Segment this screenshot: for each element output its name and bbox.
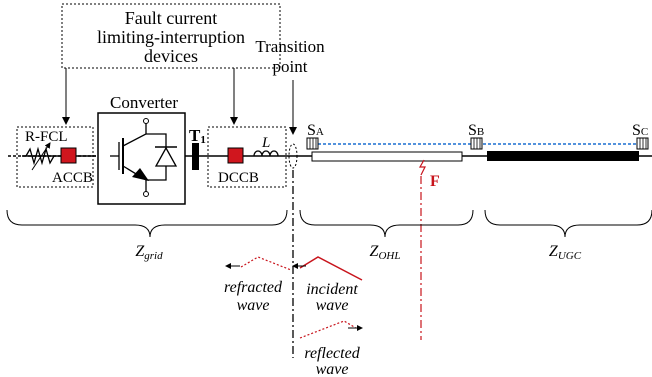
transition-point-label-line1: Transition: [255, 37, 325, 56]
zone-label-ugc: ZUGC: [549, 243, 582, 262]
converter-igbt-emitter-arrow: [132, 168, 149, 181]
fault-devices-title-line1: Fault current: [125, 8, 217, 28]
incident-wave-label-line1: incident: [306, 281, 358, 298]
dccb-label: DCCB: [218, 170, 259, 186]
converter-diode-triangle: [154, 146, 178, 167]
accb-breaker: [60, 147, 77, 164]
dccb-device-box: [207, 126, 287, 188]
fault-devices-title-line2: limiting-interruption: [97, 27, 245, 47]
refracted-wave-label-line2: wave: [237, 297, 270, 314]
sensor-sb-label: SB: [468, 122, 484, 139]
transition-point-marker: [288, 143, 298, 169]
reflected-wave-label-line1: reflected: [304, 345, 360, 362]
sensor-sa-label: SA: [307, 122, 324, 139]
overhead-line: [311, 151, 463, 162]
zone-label-ohl: ZOHL: [370, 243, 401, 262]
fault-label: F: [430, 173, 440, 190]
fault-devices-title-line3: devices: [144, 46, 198, 66]
r-fcl-label: R-FCL: [25, 129, 68, 145]
accb-label: ACCB: [52, 170, 93, 186]
sensor-sc: [636, 137, 649, 150]
transition-point-label-line2: point: [273, 57, 308, 76]
accb-device-box: [16, 126, 94, 188]
fault-devices-box: [61, 3, 281, 69]
reflected-wave-label-line2: wave: [316, 361, 349, 377]
underground-cable: [487, 151, 639, 161]
converter-terminal-top: [143, 118, 149, 124]
fault-lightning-icon: [418, 159, 426, 176]
sensor-sb: [470, 137, 483, 150]
incident-wave: [299, 256, 363, 281]
sensor-sc-label: SC: [632, 122, 648, 139]
transformer-t1: [192, 143, 199, 170]
inductor-label: L: [261, 135, 270, 151]
zone-brace-ohl: [299, 209, 474, 238]
converter-label: Converter: [110, 93, 178, 112]
r-fcl-variable-arrow: [31, 142, 51, 171]
r-fcl-resistor: [25, 146, 55, 166]
refracted-wave-label-line1: refracted: [224, 279, 283, 296]
inductor-coil: [253, 150, 279, 157]
sensor-sa: [306, 137, 319, 150]
incident-wave-label-line2: wave: [316, 297, 349, 314]
dccb-breaker: [227, 147, 244, 164]
zone-label-grid: Zgrid: [135, 243, 163, 262]
zone-brace-ugc: [484, 209, 652, 238]
zone-brace-grid: [6, 209, 288, 238]
transformer-label: T1: [189, 126, 206, 146]
converter-terminal-bottom: [143, 191, 149, 197]
reflected-wave: [299, 320, 357, 339]
refracted-wave: [240, 256, 292, 271]
